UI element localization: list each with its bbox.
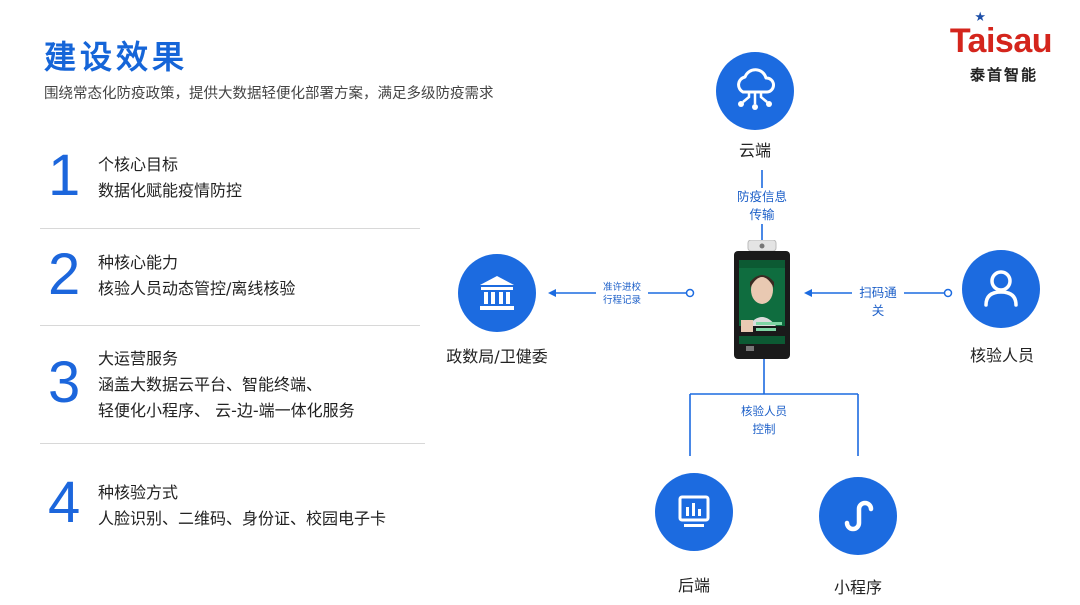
point-4-line-2: 人脸识别、二维码、身份证、校园电子卡 [98,509,387,528]
bottom-connector-line-1: 核验人员 [741,404,787,418]
point-2-number: 2 [48,242,81,307]
page-subtitle: 围绕常态化防疫政策，提供大数据轻便化部署方案，满足多级防疫需求 [44,86,494,102]
gov-label: 政数局/卫健委 [446,347,548,366]
bottom-connector-line-2: 控制 [752,422,776,436]
backend-node [655,473,733,551]
logo-star-icon: ★ [974,10,986,25]
cloud-label: 云端 [738,141,771,160]
point-3-line-1: 大运营服务 [98,349,179,368]
point-2-line-1: 种核心能力 [98,253,179,272]
person-connector-line-2: 关 [871,303,885,318]
point-4-number: 4 [48,470,81,535]
person-label: 核验人员 [969,346,1034,365]
miniapp-label: 小程序 [833,578,882,597]
gov-node [458,254,536,332]
gov-connector-label: 准许进校 行程记录 [596,281,648,307]
point-3-line-2: 涵盖大数据云平台、智能终端、 [98,375,323,394]
cloud-connector-label: 防疫信息 传输 [722,188,802,224]
point-1-line-1: 个核心目标 [98,155,179,174]
logo-subtext: 泰首智能 [969,66,1038,84]
cloud-connector-line-1: 防疫信息 [736,189,787,204]
bank-building-icon [480,276,514,310]
mini-program-icon [844,500,874,532]
gov-connector-line-2: 行程记录 [602,295,641,306]
miniapp-node [819,477,897,555]
backend-label: 后端 [677,576,710,595]
cloud-network-icon [737,68,775,110]
page-title: 建设效果 [44,38,189,76]
point-1-number: 1 [48,143,81,208]
divider [40,228,420,229]
gov-connector-line-1: 准许进校 [602,282,641,293]
point-2-line-2: 核验人员动态管控/离线核验 [98,279,296,298]
person-connector-line-1: 扫码通 [859,285,897,300]
divider [40,443,425,444]
person-node [962,250,1040,328]
bottom-connector-label: 核验人员 控制 [722,402,806,438]
cloud-connector-line-2: 传输 [749,207,775,222]
person-connector-label: 扫码通 关 [852,284,904,320]
point-3-number: 3 [48,350,81,415]
monitor-chart-icon [678,495,710,527]
face-recognition-device-icon [734,240,790,359]
point-1-line-2: 数据化赋能疫情防控 [98,181,243,200]
cloud-node [716,52,794,130]
user-icon [984,270,1018,307]
divider [40,325,420,326]
logo-text: Taisau [949,22,1053,60]
point-3-line-3: 轻便化小程序、 云-边-端一体化服务 [98,401,355,420]
point-4-line-1: 种核验方式 [98,483,179,502]
